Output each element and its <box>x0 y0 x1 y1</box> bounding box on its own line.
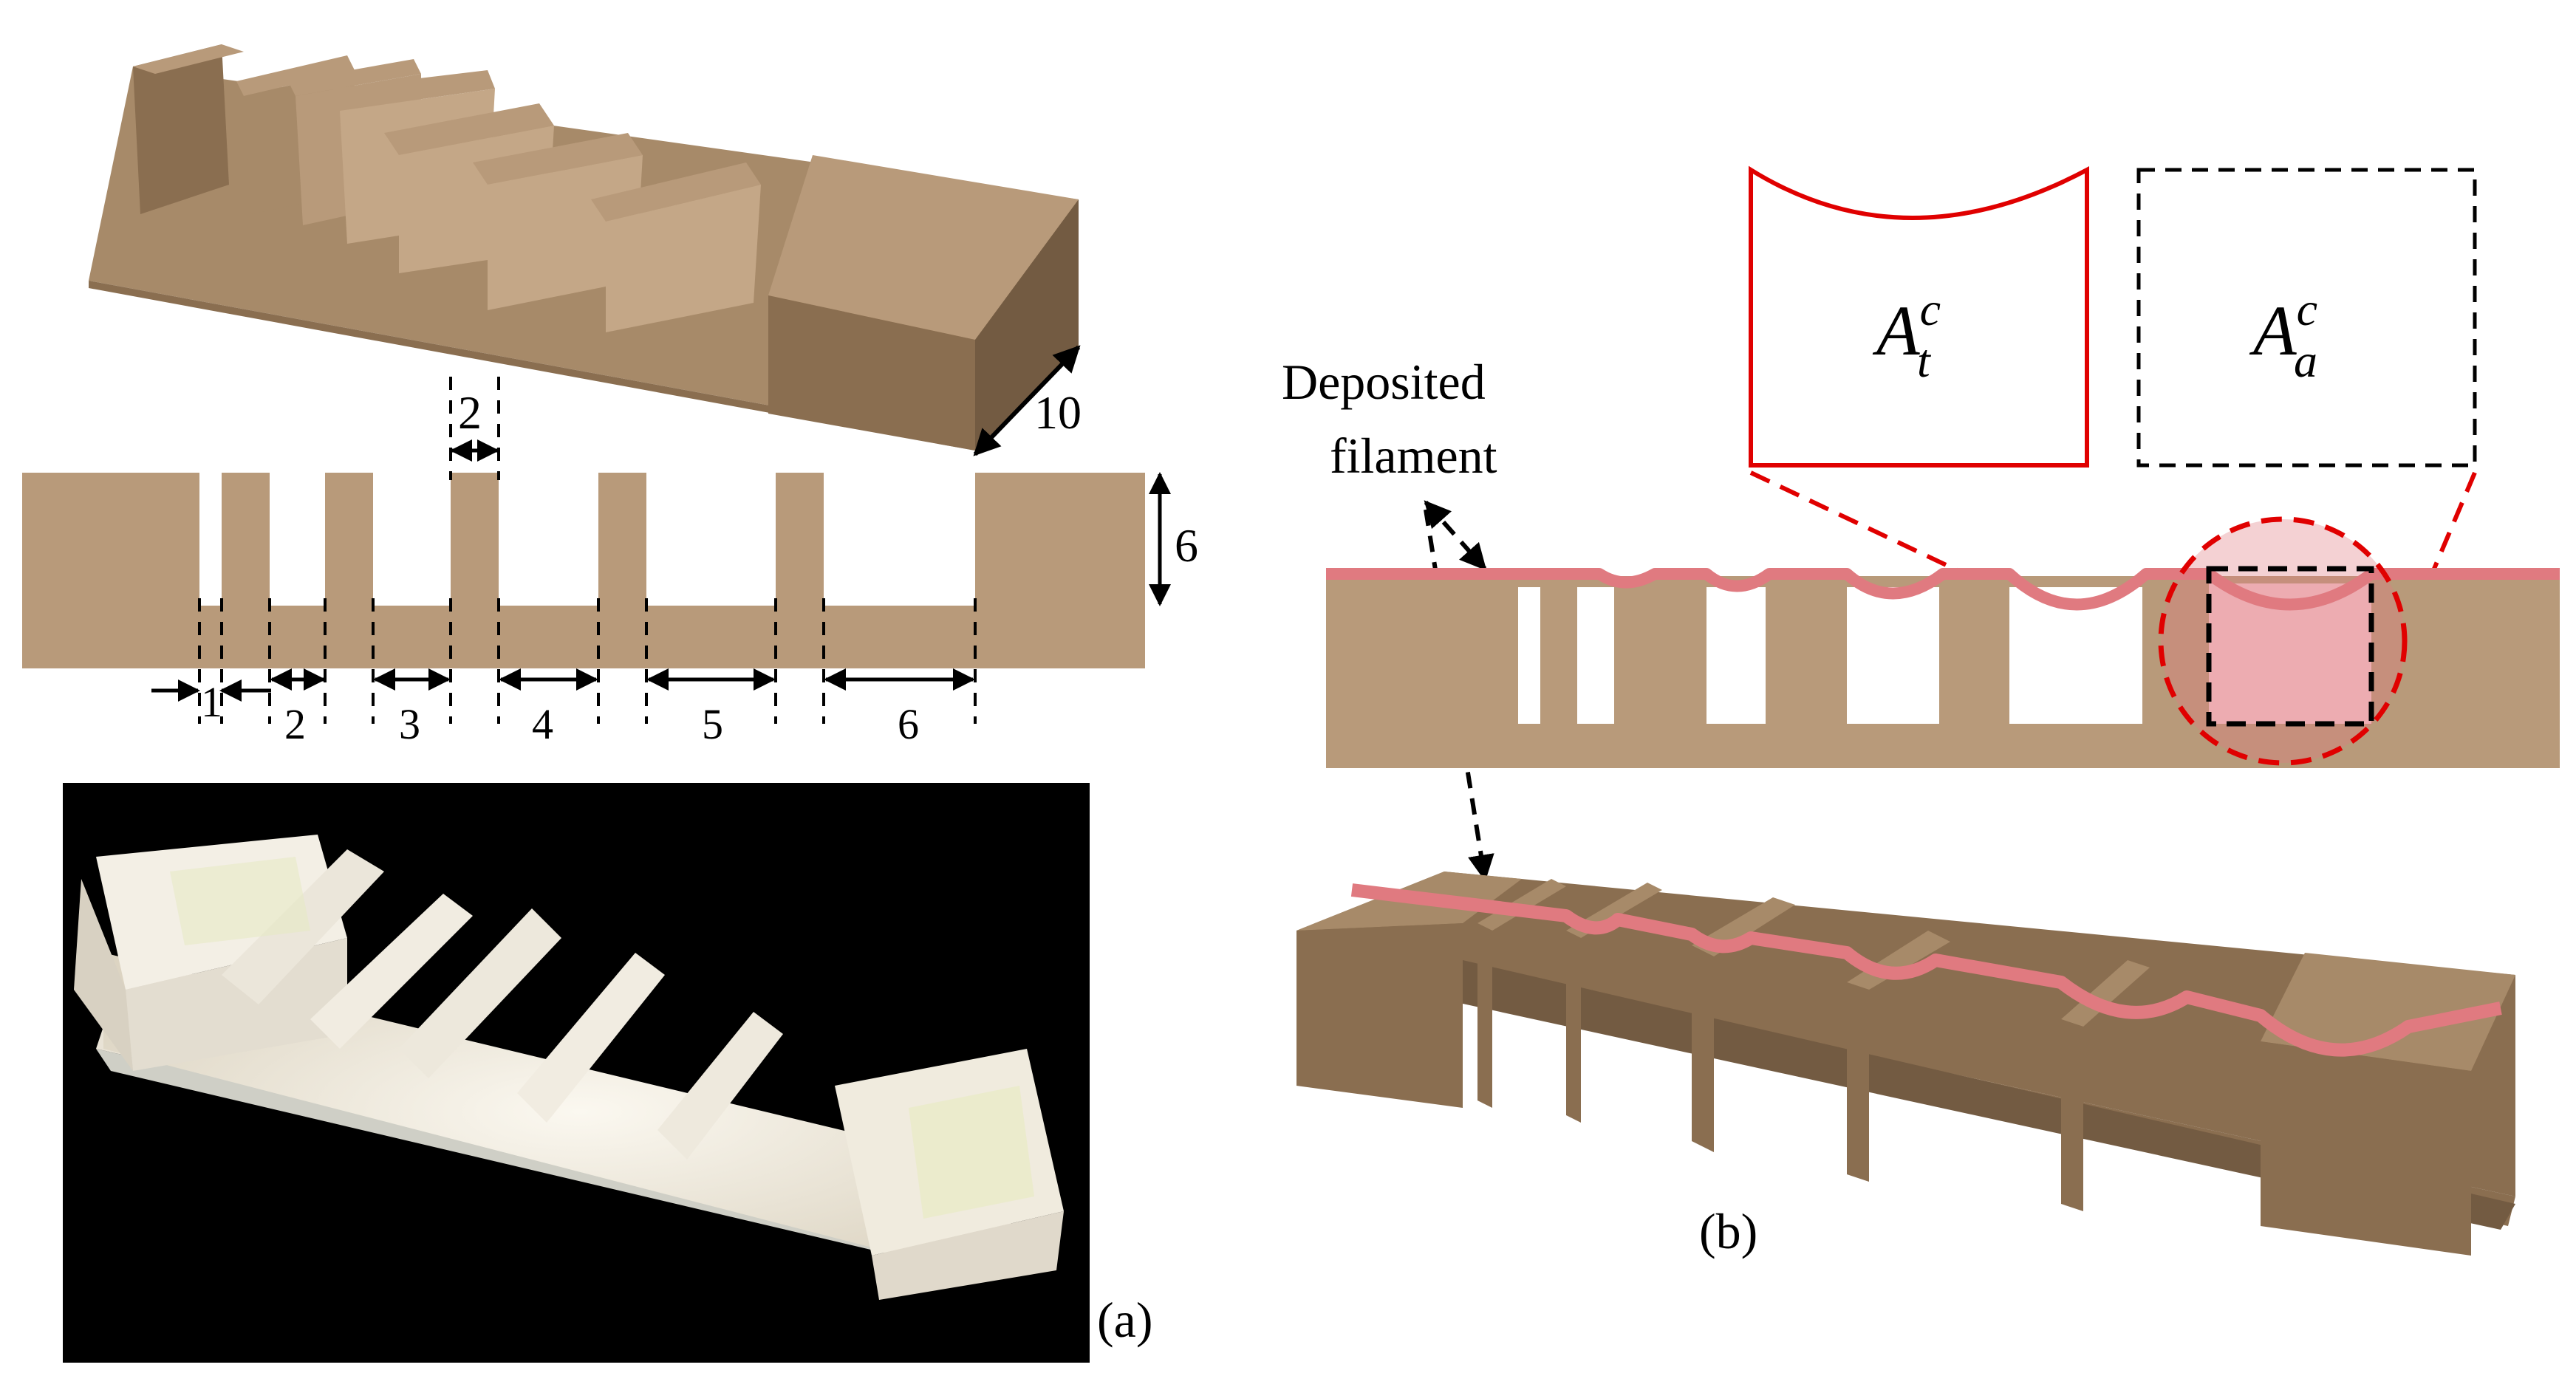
gap-label-1: 1 <box>201 678 222 726</box>
rib-width-label: 2 <box>458 386 482 439</box>
part-3d-model-b <box>1296 872 2515 1256</box>
panel-a: 10 <box>22 44 1198 1363</box>
height-dimension-label: 6 <box>1175 519 1198 572</box>
gap-label-6: 6 <box>898 700 919 748</box>
deposited-filament-label-line2: filament <box>1330 428 1497 484</box>
panel-b-label: (b) <box>1699 1203 1757 1259</box>
gap-label-4: 4 <box>532 700 553 748</box>
gap-dimensions <box>151 668 975 702</box>
part-2d-profile <box>22 473 1145 668</box>
section-with-filament <box>1326 516 2560 768</box>
printed-part-photo <box>63 783 1090 1363</box>
deposited-filament-label-line1: Deposited <box>1282 354 1486 410</box>
part-3d-model-a <box>89 44 1079 451</box>
profile-dashed-guides <box>198 377 977 724</box>
filament-2d <box>1326 568 2560 611</box>
depth-dimension-label: 10 <box>1034 386 1082 439</box>
gap-label-3: 3 <box>399 700 420 748</box>
actual-area-marker <box>2206 566 2374 727</box>
zoom-circle <box>2158 516 2408 766</box>
depth-dimension-arrow <box>973 345 1081 456</box>
filament-3d <box>1350 883 2502 1057</box>
gap-label-5: 5 <box>702 700 723 748</box>
callout-arrow-upper <box>1424 500 1487 571</box>
gap-label-2: 2 <box>284 700 306 748</box>
panel-a-label: (a) <box>1097 1292 1152 1348</box>
